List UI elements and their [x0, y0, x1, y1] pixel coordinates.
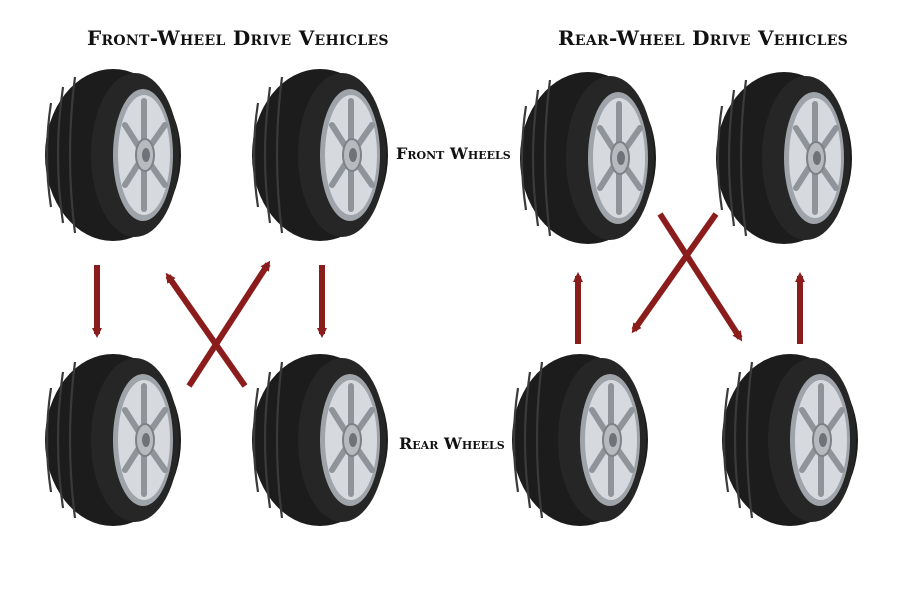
rwd-rear-left-tire-icon [512, 354, 648, 526]
fwd-arrow-rear-left-to-front-right [186, 260, 271, 388]
fwd-rear-left-tire-icon [45, 354, 181, 526]
fwd-front-left-tire-icon [45, 69, 181, 241]
rear-wheels-label: Rear Wheels [399, 434, 505, 453]
rwd-arrow-front-right-to-rear-left [631, 212, 719, 334]
rwd-front-left-tire-icon [520, 72, 656, 244]
fwd-front-right-tire-icon [252, 69, 388, 241]
rwd-arrow-front-left-to-rear-right [657, 212, 743, 342]
rwd-section-title: Rear-Wheel Drive Vehicles [558, 26, 849, 50]
rwd-front-right-tire-icon [716, 72, 852, 244]
fwd-section-title: Front-Wheel Drive Vehicles [87, 26, 389, 50]
fwd-arrow-rear-right-to-front-left [165, 272, 248, 388]
rwd-rear-right-tire-icon [722, 354, 858, 526]
front-wheels-label: Front Wheels [396, 144, 511, 163]
fwd-rear-right-tire-icon [252, 354, 388, 526]
